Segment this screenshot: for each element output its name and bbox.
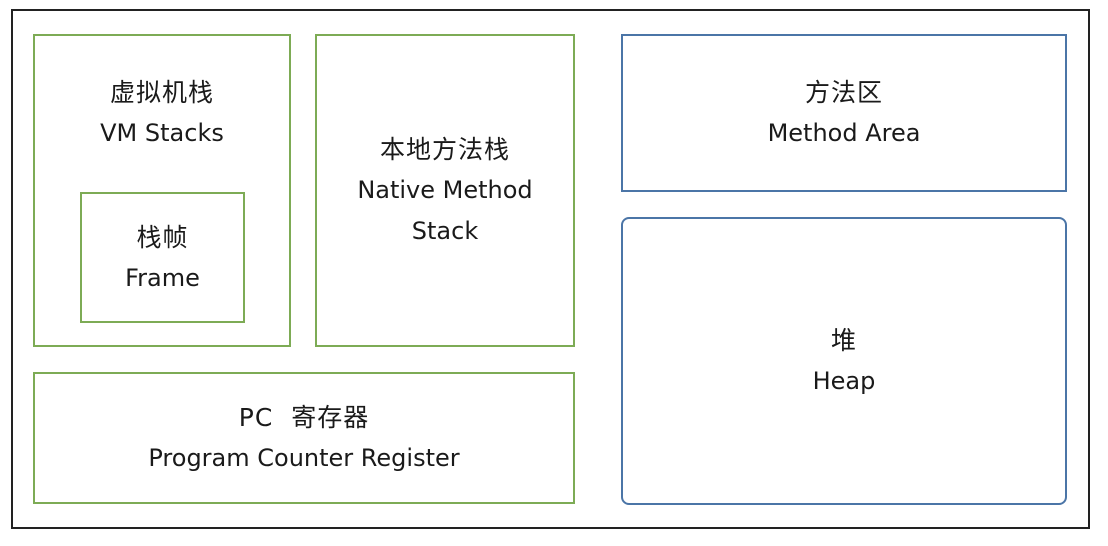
method-area-box: 方法区 Method Area xyxy=(621,34,1067,192)
method-area-label-en: Method Area xyxy=(767,119,921,147)
native-stack-label-en-line2: Stack xyxy=(411,217,479,245)
stack-frame-box: 栈帧 Frame xyxy=(80,192,245,323)
pc-register-label-en: Program Counter Register xyxy=(148,444,460,472)
heap-label-zh: 堆 xyxy=(830,326,857,355)
vm-stacks-box: 虚拟机栈 VM Stacks xyxy=(33,34,291,347)
native-method-stack-box: 本地方法栈 Native Method Stack xyxy=(315,34,575,347)
heap-label-en: Heap xyxy=(812,367,876,395)
native-stack-label-zh: 本地方法栈 xyxy=(379,135,510,164)
heap-box: 堆 Heap xyxy=(621,217,1067,505)
frame-label-en: Frame xyxy=(125,263,200,292)
vm-stacks-label-zh: 虚拟机栈 xyxy=(109,78,214,107)
pc-register-box: PC 寄存器 Program Counter Register xyxy=(33,372,575,504)
vm-stacks-label-en: VM Stacks xyxy=(100,119,224,147)
frame-label-zh: 栈帧 xyxy=(136,222,189,252)
pc-register-label-zh: PC 寄存器 xyxy=(238,403,370,432)
method-area-label-zh: 方法区 xyxy=(804,78,883,107)
native-stack-label-en-line1: Native Method xyxy=(357,176,533,204)
jvm-runtime-data-area xyxy=(11,9,1090,529)
